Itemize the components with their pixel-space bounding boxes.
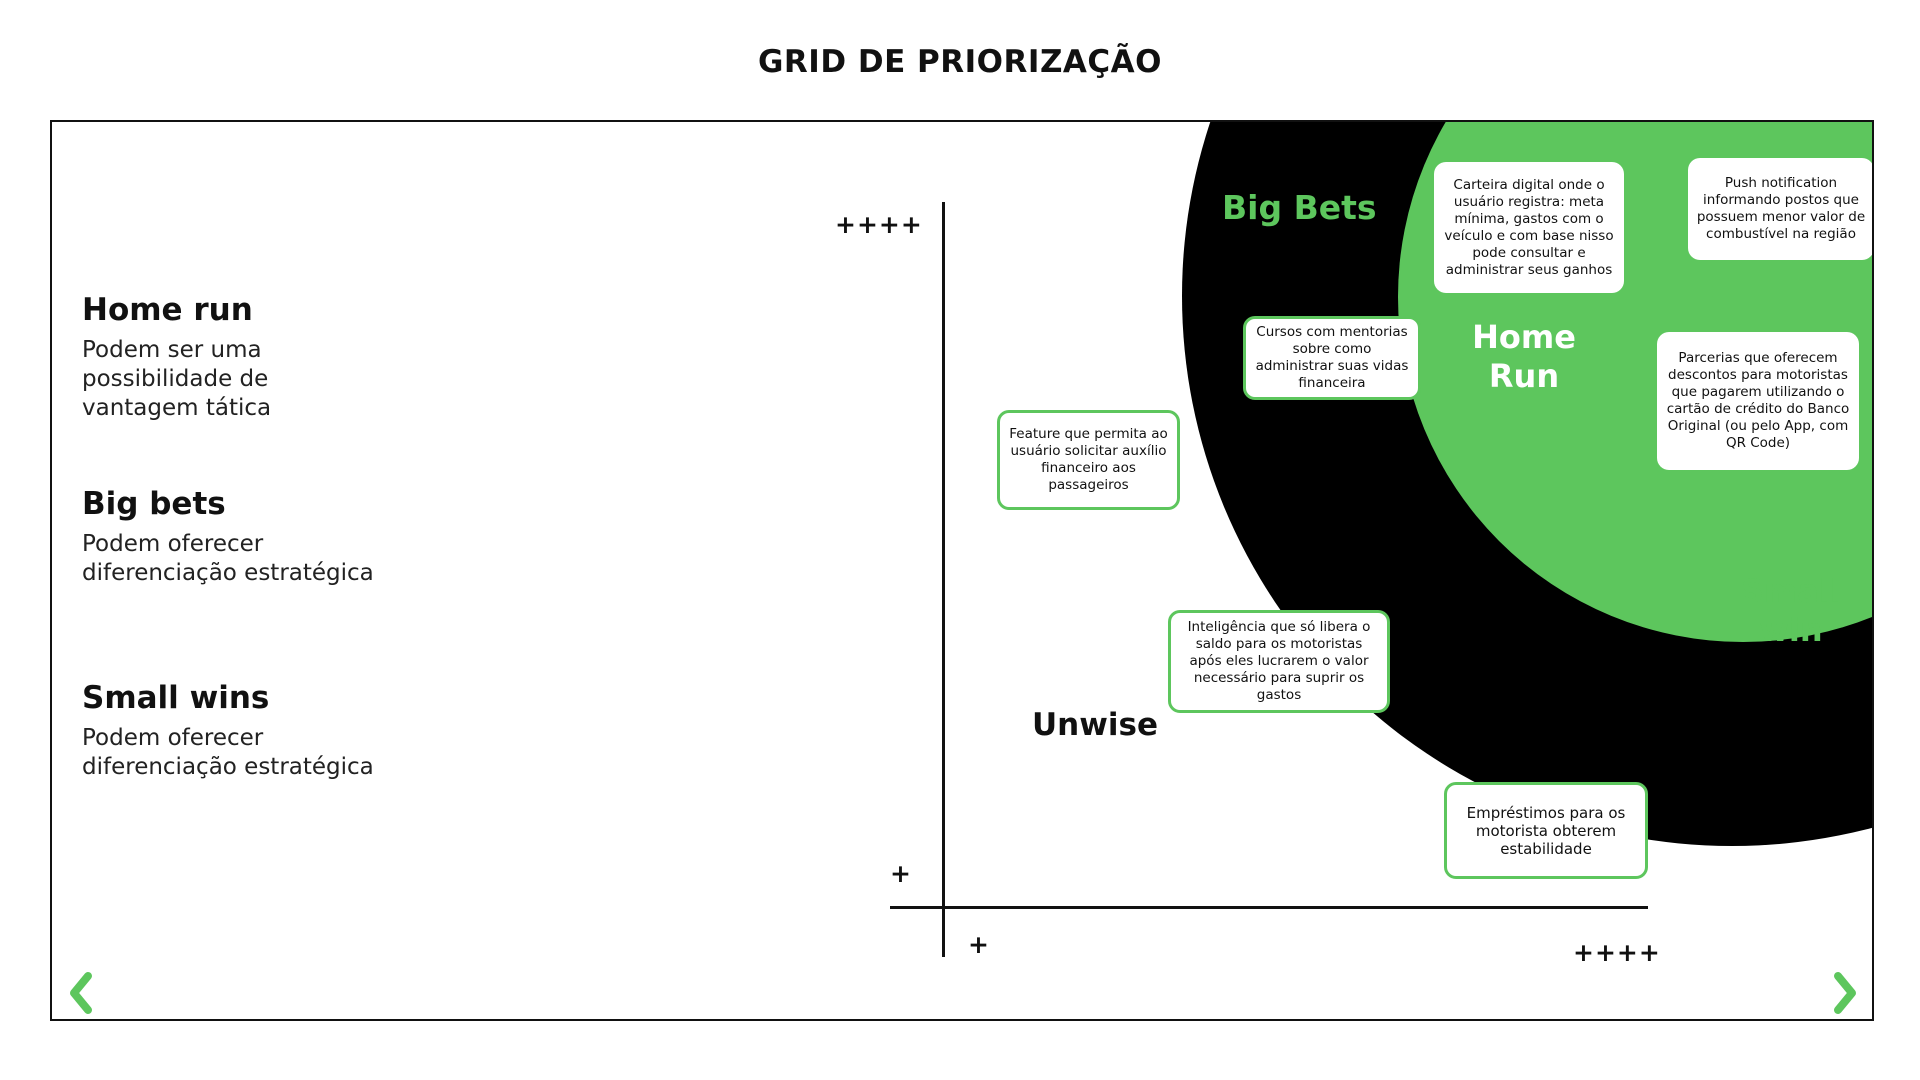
prev-slide-button[interactable] — [62, 968, 102, 1018]
page-title: GRID DE PRIORIZAÇÃO — [757, 44, 1163, 80]
card-push-notification: Push notification informando postos que … — [1688, 158, 1872, 260]
quadrant-label-big-bets: Big Bets — [1222, 188, 1377, 227]
legend-text: Podem oferecer diferenciação estratégica — [82, 531, 374, 586]
card-emprestimos: Empréstimos para os motorista obterem es… — [1444, 782, 1648, 879]
legend-text: Podem ser uma possibilidade de vantagem … — [82, 337, 272, 421]
legend-home-run: Home run Podem ser uma possibilidade de … — [82, 292, 271, 423]
x-axis-low-label: + — [968, 930, 990, 959]
quadrant-label-small-win: Small win — [1741, 572, 1841, 649]
legend-text: Podem oferecer diferenciação estratégica — [82, 725, 374, 780]
legend-big-bets: Big bets Podem oferecer diferenciação es… — [82, 486, 374, 588]
chevron-left-icon — [70, 972, 92, 1014]
card-feature-auxilio: Feature que permita ao usuário solicitar… — [997, 410, 1180, 510]
quadrant-label-unwise: Unwise — [1032, 707, 1158, 743]
quadrant-label-home-run: Home Run — [1472, 318, 1576, 395]
prioritization-grid: Home run Podem ser uma possibilidade de … — [50, 120, 1874, 1021]
card-carteira-digital: Carteira digital onde o usuário registra… — [1434, 162, 1624, 293]
y-axis-low-label: + — [890, 859, 912, 888]
card-parcerias: Parcerias que oferecem descontos para mo… — [1657, 332, 1859, 470]
chevron-right-icon — [1834, 972, 1856, 1014]
legend-heading: Home run — [82, 292, 253, 328]
legend-small-wins: Small wins Podem oferecer diferenciação … — [82, 680, 374, 782]
legend-heading: Big bets — [82, 486, 226, 522]
card-inteligencia-saldo: Inteligência que só libera o saldo para … — [1168, 610, 1390, 713]
x-axis — [890, 906, 1648, 909]
card-cursos-mentorias: Cursos com mentorias sobre como administ… — [1243, 316, 1421, 400]
y-axis-high-label: ++++ — [835, 210, 923, 239]
legend-heading: Small wins — [82, 680, 270, 716]
y-axis — [942, 202, 945, 957]
next-slide-button[interactable] — [1824, 968, 1864, 1018]
x-axis-high-label: ++++ — [1573, 938, 1661, 967]
